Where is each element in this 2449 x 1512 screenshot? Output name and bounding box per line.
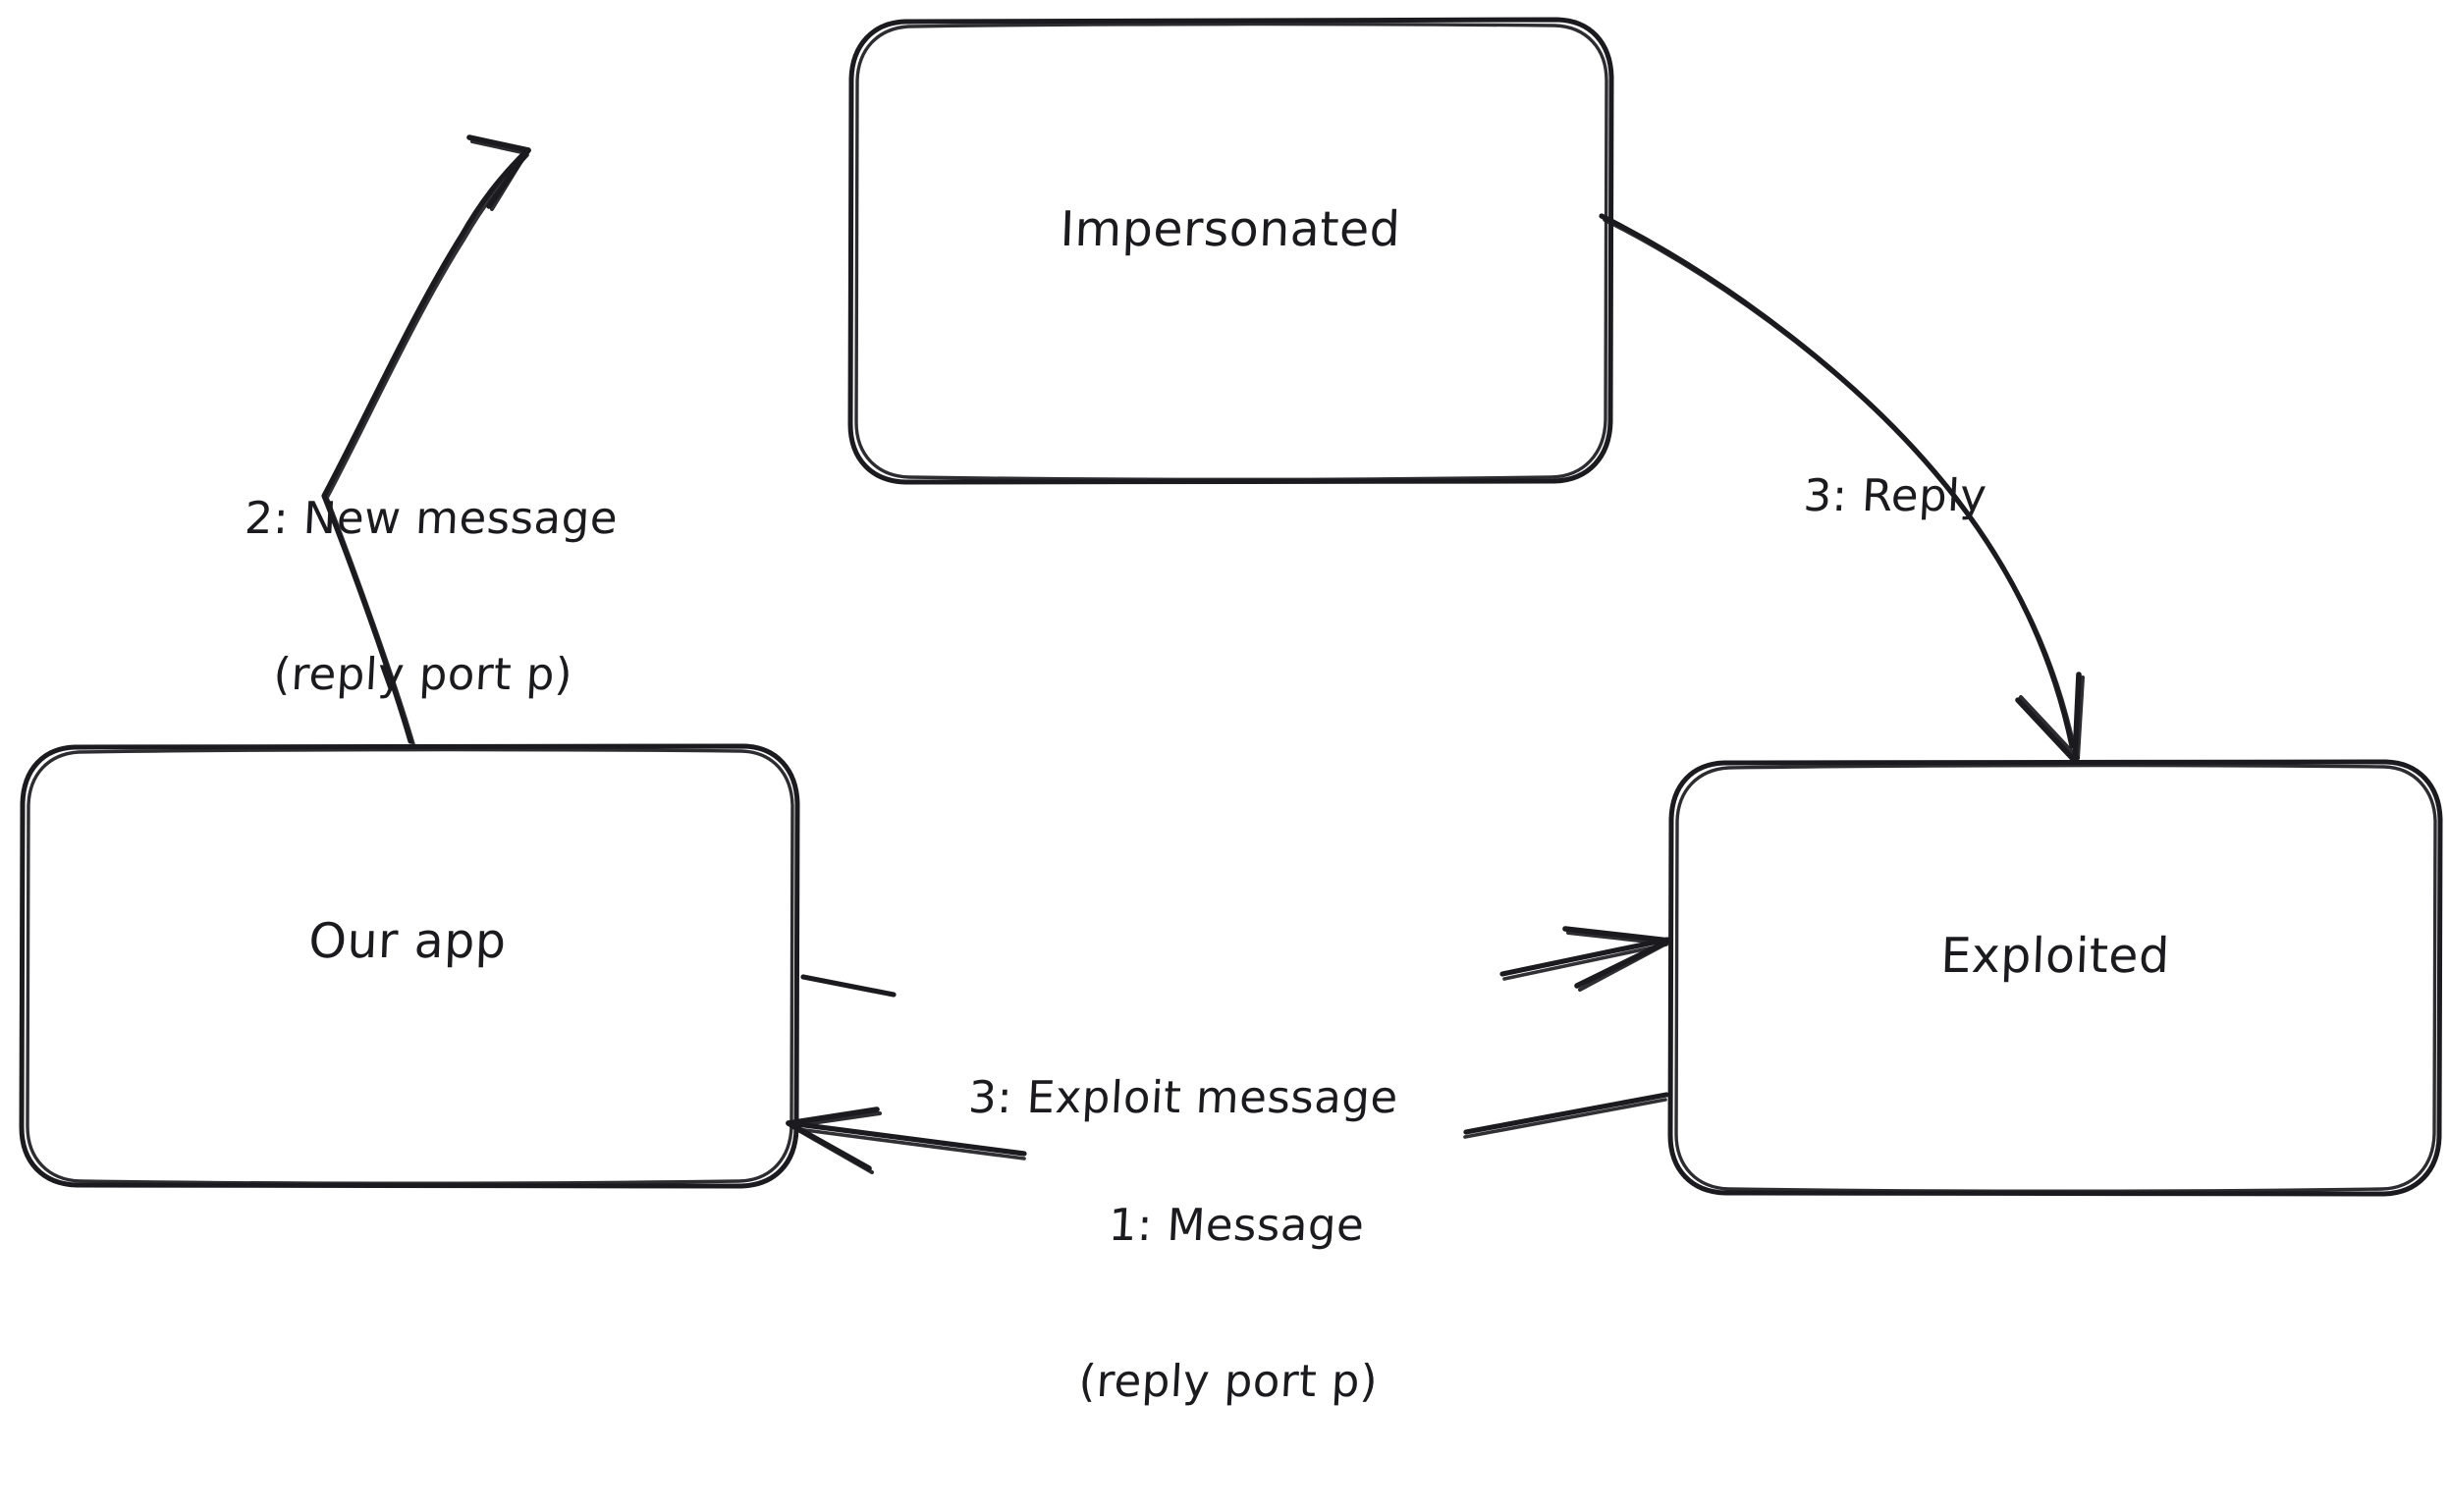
node-label-our-app: Our app xyxy=(307,913,508,969)
edge-label-message-line1: 1: Message xyxy=(1107,1199,1366,1252)
diagram-canvas: Impersonated Our app Exploited 2: New me… xyxy=(19,17,2443,1408)
edge-label-message-line2: (reply port p) xyxy=(1077,1355,1380,1408)
edge-label-new-message-line1: 2: New message xyxy=(243,492,620,545)
edge-exploit-message-arrow[interactable] xyxy=(800,926,1672,998)
edge-message-arrow[interactable] xyxy=(786,1092,1669,1174)
node-exploited-shape[interactable] xyxy=(1667,759,2443,1197)
edge-label-new-message: 2: New message (reply port p) xyxy=(151,388,703,805)
edge-label-message: 1: Message (reply port p) xyxy=(981,1095,1484,1512)
edge-new-message-arrow[interactable] xyxy=(321,135,531,746)
node-label-exploited: Exploited xyxy=(1939,928,2171,984)
edge-label-new-message-line2: (reply port p) xyxy=(272,648,574,701)
diagram-svg-layer xyxy=(19,17,2443,1197)
edge-label-reply-line1: 3: Reply xyxy=(1802,469,1988,522)
node-our-app-shape[interactable] xyxy=(19,743,800,1189)
edge-label-reply: 3: Reply xyxy=(1736,365,2054,625)
node-label-impersonated: Impersonated xyxy=(1059,201,1402,257)
node-impersonated-shape[interactable] xyxy=(847,17,1614,485)
edge-reply-arrow[interactable] xyxy=(1599,213,2085,764)
